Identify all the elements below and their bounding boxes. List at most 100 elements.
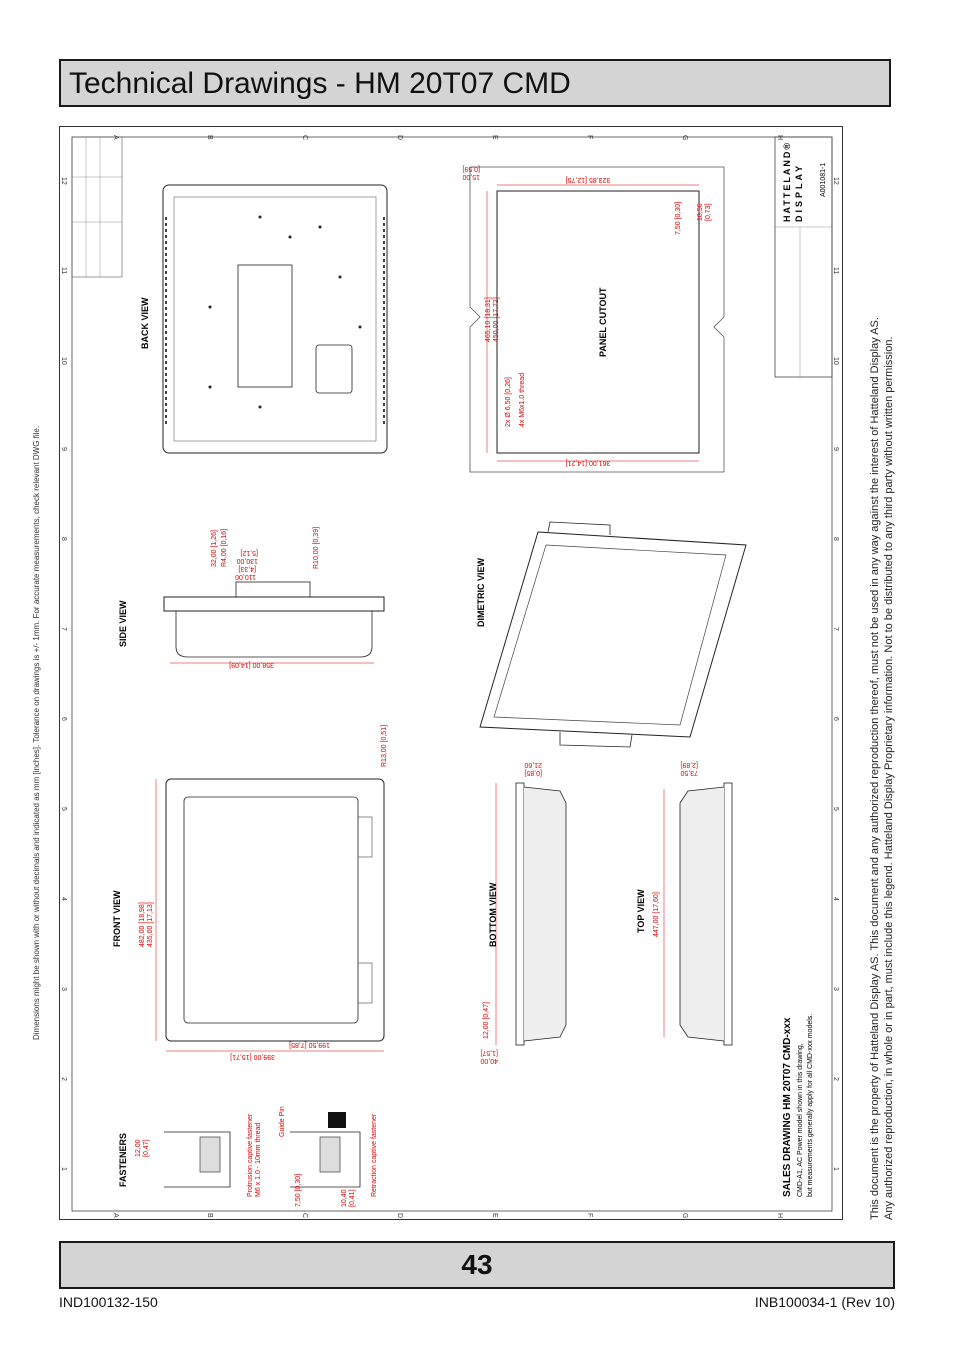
dim-side-w: 358,00 [14,09]	[229, 661, 274, 668]
dim-bot-c: 40,00	[480, 1057, 498, 1064]
dim-bot-a2: [0,85]	[524, 769, 542, 776]
page-number: 43	[461, 1249, 493, 1280]
grid-number: 3	[60, 987, 67, 991]
drawing-number: A001081-1	[820, 163, 827, 197]
grid-number: 2	[832, 1077, 839, 1081]
dim-side-d2: [4,33]	[238, 565, 256, 572]
grid-letter: A	[112, 135, 119, 140]
grid-number: 11	[832, 267, 839, 274]
view-label-top: TOP VIEW	[636, 889, 646, 933]
grid-letter: E	[491, 1213, 498, 1218]
dim-fa-f: 10,40	[341, 1189, 348, 1207]
brand-name: HATTELAND®	[782, 141, 792, 222]
technical-drawing-sheet: A B C D E F G H A B C D E F G H 1 2 3 4 …	[59, 126, 843, 1220]
dimetric-view: DIMETRIC VIEW	[476, 521, 747, 748]
dim-panel-h1: 465,10 [18,31]	[485, 297, 492, 342]
grid-letter: H	[776, 135, 783, 140]
dim-panel-hole: 2x Ø 6,50 [0,26]	[505, 377, 512, 427]
grid-letter: G	[681, 1213, 688, 1218]
sales-title: SALES DRAWING HM 20T07 CMD-xxx	[782, 1017, 793, 1197]
grid-number: 10	[832, 357, 839, 365]
front-view: R13,00 [0,51] 482,00 [18,98] 435,00 [17,…	[112, 725, 388, 1060]
dim-fa-a: 12,00	[135, 1139, 142, 1157]
bottom-view: 21,60 [0,85] 12,00 [0,47] 40,00 [1,57] B…	[480, 761, 567, 1064]
panel-cutout: 323,85 [12,75] 15,00 [0,59] 465,10 [18,3…	[462, 165, 725, 473]
grid-number: 4	[832, 897, 839, 901]
grid-letter: E	[491, 135, 498, 140]
dim-top-a: 73,50	[680, 769, 698, 776]
top-view: 73,50 [2,89] 447,00 [17,60] TOP VIEW	[636, 761, 733, 1046]
view-label-side: SIDE VIEW	[118, 600, 128, 647]
grid-number: 3	[832, 987, 839, 991]
dim-panel-r2: 18,56	[697, 203, 704, 221]
title-block: HATTELAND® DISPLAY A001081-1	[774, 136, 833, 378]
dim-side-c: 130,00	[236, 557, 258, 564]
grid-letter: C	[301, 1213, 308, 1218]
sales-sub1: CMD-A1, AC Power model shown in this dra…	[797, 1043, 804, 1197]
dim-front-w2: 399,00 [15,71]	[230, 1053, 275, 1060]
grid-number: 5	[832, 807, 839, 811]
dim-fa-f2: [0,41]	[349, 1189, 356, 1207]
dim-panel-w: 323,85 [12,75]	[566, 176, 611, 183]
dim-panel-h2: 450,00 [17,72]	[493, 297, 500, 342]
grid-letter: B	[206, 1213, 213, 1218]
dim-front-r: R13,00 [0,51]	[381, 725, 388, 767]
dim-bot-b: 12,00 [0,47]	[483, 1002, 490, 1039]
grid-number: 5	[60, 807, 67, 811]
grid-number: 8	[832, 537, 839, 541]
dim-top-h: 447,00 [17,60]	[653, 892, 660, 937]
grid-letter: A	[112, 1213, 119, 1218]
legal-line-1: This document is the property of Hattela…	[869, 317, 881, 1220]
side-view: 32,00 [1,26] R4,00 [0,16] 130,00 [5,12] …	[118, 527, 385, 668]
grid-number: 10	[60, 357, 67, 365]
view-label-back: BACK VIEW	[140, 297, 150, 349]
grid-letters: A B C D E F G H A B C D E F G H	[112, 135, 783, 1218]
dim-fa-d: Guide Pin	[279, 1106, 286, 1137]
grid-number: 6	[60, 717, 67, 721]
grid-letter: B	[206, 135, 213, 140]
sales-sub2: but measurements generally apply for all…	[807, 1014, 814, 1197]
dim-bot-a: 21,60	[524, 761, 542, 768]
grid-number: 4	[60, 897, 67, 901]
dim-fa-a2: [0,47]	[143, 1139, 150, 1157]
legal-line-2: Any authorized reproduction, in whole or…	[883, 336, 895, 1220]
grid-number: 2	[60, 1077, 67, 1081]
page-number-bar: 43	[59, 1241, 895, 1289]
grid-number: 7	[832, 627, 839, 631]
grid-numbers: 1 2 3 4 5 6 7 8 9 10 11 12 1 2 3 4 5 6 7…	[60, 177, 839, 1171]
dim-panel-c1b: [0,59]	[462, 165, 480, 172]
view-label-fasteners: FASTENERS	[118, 1133, 128, 1187]
grid-number: 9	[832, 447, 839, 451]
grid-number: 1	[60, 1167, 67, 1171]
view-label-dimetric: DIMETRIC VIEW	[476, 557, 486, 627]
page-title-bar: Technical Drawings - HM 20T07 CMD	[59, 59, 891, 107]
back-view: BACK VIEW	[140, 184, 388, 454]
grid-letter: F	[586, 1213, 593, 1217]
view-label-panel: PANEL CUTOUT	[598, 287, 608, 357]
brand-sub: DISPLAY	[794, 163, 804, 222]
page-title: Technical Drawings - HM 20T07 CMD	[69, 67, 571, 100]
dim-panel-c1: 15,00	[462, 173, 480, 180]
fasteners-view: 12,00 [0,47] Protrusion captive fastener…	[118, 1106, 378, 1207]
dim-side-d: 110,00	[235, 573, 256, 580]
grid-number: 12	[832, 177, 839, 185]
grid-number: 1	[832, 1167, 839, 1171]
grid-letter: D	[396, 1213, 403, 1218]
dim-front-h2: 435,00 [17,13]	[147, 902, 154, 947]
dim-front-h1: 482,00 [18,98]	[139, 902, 146, 947]
grid-letter: H	[776, 1213, 783, 1218]
dim-fa-c: M6 x 1.0 - 10mm thread	[255, 1123, 262, 1197]
grid-number: 12	[60, 177, 67, 185]
dim-side-e: R10,00 [0,39]	[313, 527, 320, 569]
dim-panel-r: 7,50 [0,30]	[675, 202, 682, 235]
dim-fa-e: 7,50 [0,30]	[295, 1174, 302, 1207]
dim-panel-thread: 4x M6x1.0 thread	[519, 373, 526, 427]
grid-number: 7	[60, 627, 67, 631]
revision-table	[71, 136, 123, 278]
dim-panel-r2b: [0,73]	[705, 203, 712, 221]
grid-number: 8	[60, 537, 67, 541]
dim-side-a: 32,00 [1,26]	[211, 530, 218, 567]
dim-fa-g: Retraction captive fastener	[371, 1113, 378, 1197]
dim-top-a2: [2,89]	[680, 761, 698, 768]
dimension-note: Dimensions might be shown with or withou…	[32, 425, 41, 1040]
